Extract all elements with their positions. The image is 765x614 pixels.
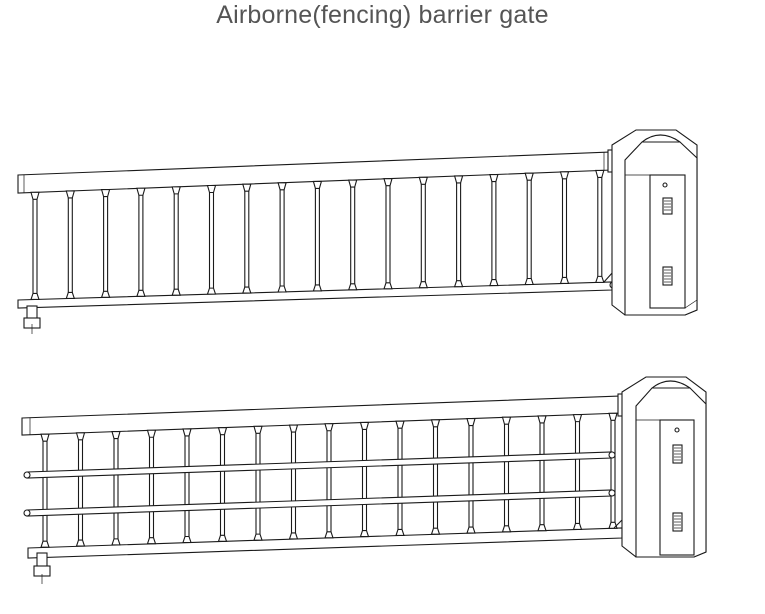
fence-bar [253,425,263,541]
bottom-support-foot [33,552,51,584]
fence-bar [324,423,334,539]
fence-bar [418,176,429,289]
fence-bar [466,417,476,534]
bottom-horizontal-rails [23,451,616,517]
fence-bar [182,428,192,544]
fence-bar [312,180,323,292]
fence-bar [277,182,287,293]
fence-bar [359,421,370,538]
top-cabinet-vent-lower-icon [662,266,673,286]
top-cabinet [611,129,698,316]
fence-bar [430,419,441,535]
bottom-boom-arm [21,395,623,436]
fence-bar [206,184,217,295]
top-vertical-bars [30,169,605,301]
fence-bar [75,432,86,547]
fence-bar [288,424,299,540]
bottom-vertical-bars [40,412,618,548]
fence-bar [100,189,111,298]
fence-bar [171,186,181,296]
fence-bar [453,175,464,288]
top-support-foot [23,305,41,334]
fence-bar [608,412,618,529]
fence-bar [242,183,252,294]
barrier-gate-top [17,129,698,334]
fence-bar [501,416,512,533]
fence-bar [217,427,228,542]
fence-bar [524,172,534,286]
fence-bar [559,171,570,284]
fence-bar [111,431,121,546]
bottom-cabinet-vent-lower-icon [672,512,683,532]
bottom-cabinet [621,376,707,558]
fence-bar [146,429,157,545]
fence-bar [383,178,393,290]
fence-bar [395,420,405,536]
fence-bar [489,174,499,287]
fence-bar [40,433,50,548]
fence-bar [595,169,605,283]
fence-bar [537,415,547,532]
bottom-cabinet-vent-upper-icon [672,444,683,464]
fence-bar [347,179,358,291]
barrier-gate-bottom [21,376,707,584]
fence-bar [136,187,146,297]
fence-bar [572,414,583,531]
fence-bar [30,191,40,301]
page-title: Airborne(fencing) barrier gate [216,1,549,29]
top-cabinet-vent-upper-icon [662,197,673,215]
fence-bar [65,190,76,299]
